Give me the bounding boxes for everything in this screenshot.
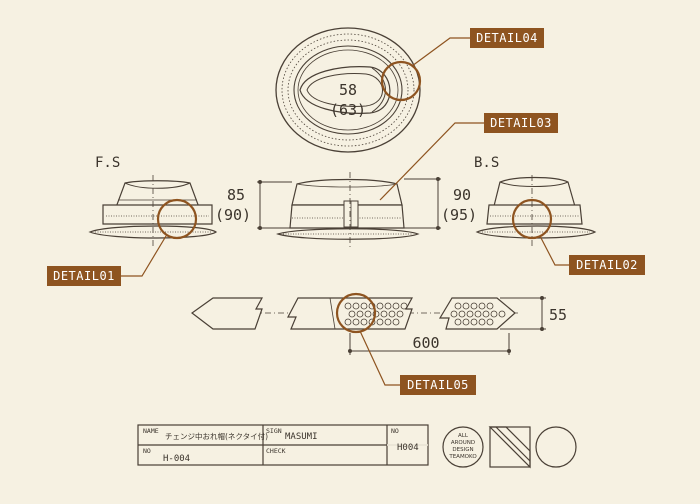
center-side-view <box>276 172 420 250</box>
top-size: 58 <box>339 81 357 99</box>
check-label: CHECK <box>266 447 286 455</box>
name-value: チェンジ中おれ帽(ネクタイ付) <box>165 431 268 441</box>
front-view-label: F.S <box>95 155 120 171</box>
height-front-alt: (90) <box>215 206 251 224</box>
sign-value: MASUMI <box>285 432 318 442</box>
top-size-alt: (63) <box>330 101 366 119</box>
logo-line-3: DESIGN <box>452 447 473 453</box>
detail04-tag: DETAIL04 <box>476 31 538 45</box>
front-side-view: F.S <box>88 155 218 248</box>
callout-detail05: DETAIL05 <box>359 330 476 395</box>
callout-detail01: DETAIL01 <box>47 235 167 286</box>
detail01-circle <box>156 198 198 240</box>
tie-view <box>190 292 520 334</box>
back-side-view: B.S <box>474 155 597 248</box>
height-back: 90 <box>453 186 471 204</box>
detail02-tag: DETAIL02 <box>576 258 638 272</box>
height-dimension-back: 90 (95) <box>404 177 477 230</box>
brand-logo: ALL AROUND DESIGN TEAMOKO <box>442 426 577 469</box>
detail01-tag: DETAIL01 <box>53 269 115 283</box>
height-front: 85 <box>227 186 245 204</box>
logo-line-4: TEAMOKO <box>448 454 477 460</box>
detail04-circle <box>380 60 422 102</box>
tie-length-dimension: 600 <box>348 333 511 355</box>
top-view: 58 (63) <box>275 27 422 153</box>
title-block: NAME チェンジ中おれ帽(ネクタイ付) SIGN MASUMI NO H004… <box>137 424 429 466</box>
sign-label: SIGN <box>266 427 282 435</box>
detail03-tag: DETAIL03 <box>490 116 552 130</box>
tie-width-dimension: 55 <box>500 296 567 331</box>
back-view-label: B.S <box>474 155 499 171</box>
callout-detail03: DETAIL03 <box>379 113 558 201</box>
detail05-circle <box>335 292 377 334</box>
no-label-top: NO <box>391 427 399 435</box>
no-value-top: H004 <box>397 443 419 453</box>
logo-line-1: ALL <box>458 433 469 439</box>
detail05-tag: DETAIL05 <box>407 378 469 392</box>
callout-detail04: DETAIL04 <box>411 28 544 67</box>
logo-square <box>489 426 531 468</box>
no-value-bottom: H-004 <box>163 454 190 464</box>
no-label-bottom: NO <box>143 447 151 455</box>
height-dimension-front: 85 (90) <box>215 180 292 230</box>
detail02-circle <box>511 198 553 240</box>
tie-length: 600 <box>412 334 439 352</box>
logo-line-2: AROUND <box>451 440 475 446</box>
height-back-alt: (95) <box>441 206 477 224</box>
name-label: NAME <box>143 427 159 435</box>
logo-circle <box>535 426 577 468</box>
tie-width: 55 <box>549 306 567 324</box>
callout-detail02: DETAIL02 <box>539 235 645 275</box>
